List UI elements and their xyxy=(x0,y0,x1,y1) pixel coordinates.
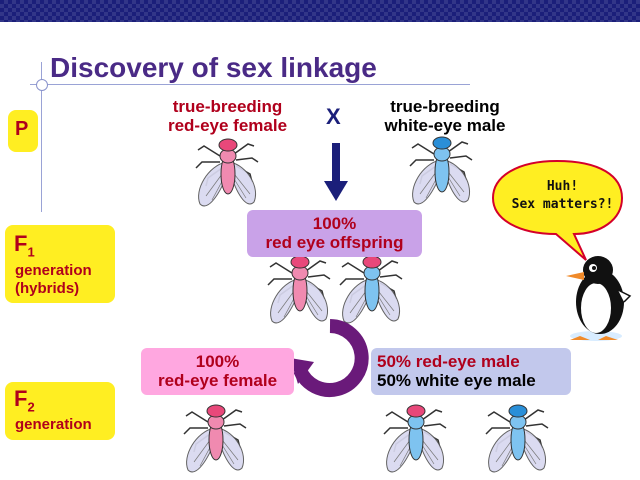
parent-female-line1: true-breeding xyxy=(172,97,283,116)
f2-male-result-box: 50% red-eye male 50% white eye male xyxy=(371,348,571,395)
parent-male-line1: true-breeding xyxy=(390,97,500,116)
cross-symbol: X xyxy=(326,104,341,129)
speech-bubble-text: Huh! Sex matters?! xyxy=(500,178,625,214)
generation-f2-letter: F xyxy=(14,386,28,411)
title-vertical-rule xyxy=(41,62,42,212)
f2-male-line2: 50% white eye male xyxy=(377,371,536,390)
red-eye-fly-icon xyxy=(195,138,259,207)
generation-f1-heading: F1 xyxy=(14,233,35,263)
parent-male-label: true-breeding white-eye male xyxy=(365,97,525,135)
generation-f2-line1: generation xyxy=(15,416,92,433)
generation-f2-heading: F2 xyxy=(14,388,35,418)
parent-male-line2: white-eye male xyxy=(384,116,506,135)
generation-p-label: P xyxy=(15,118,29,140)
penguin-icon xyxy=(566,256,632,341)
top-banner xyxy=(0,0,640,22)
generation-f2-subscript: 2 xyxy=(27,399,35,415)
red-eye-fly-icon xyxy=(183,404,247,473)
generation-f2-box: F2 generation xyxy=(5,382,115,440)
generation-f1-line1: generation xyxy=(15,262,92,279)
parent-female-label: true-breeding red-eye female xyxy=(150,97,305,135)
speech-bubble-icon xyxy=(491,159,624,261)
f2-female-line2: red-eye female xyxy=(157,371,278,390)
speech-line2: Sex matters?! xyxy=(511,197,614,212)
white-eye-fly-icon xyxy=(409,136,473,205)
slide-title: Discovery of sex linkage xyxy=(50,52,377,83)
down-arrow-icon xyxy=(324,143,348,201)
title-ornament xyxy=(36,79,48,91)
speech-line1: Huh! xyxy=(546,179,579,194)
f2-male-line1: 50% red-eye male xyxy=(377,352,520,371)
generation-f1-letter: F xyxy=(14,231,28,256)
f2-female-line1: 100% xyxy=(195,352,240,371)
generation-f1-line2: (hybrids) xyxy=(15,280,80,297)
generation-p-box: P xyxy=(8,110,38,152)
white-eye-fly-icon xyxy=(485,404,549,473)
cycle-arrow-icon xyxy=(290,319,369,397)
generation-f1-subscript: 1 xyxy=(27,244,35,260)
generation-f1-box: F1 generation (hybrids) xyxy=(5,225,115,303)
title-underline xyxy=(30,84,470,85)
f1-result-box: 100% red eye offspring xyxy=(247,210,422,257)
f1-result-line1: 100% xyxy=(312,214,357,233)
f2-female-result-box: 100% red-eye female xyxy=(141,348,294,395)
red-eye-fly-icon xyxy=(383,404,447,473)
f1-result-line2: red eye offspring xyxy=(265,233,404,252)
parent-female-line2: red-eye female xyxy=(167,116,288,135)
